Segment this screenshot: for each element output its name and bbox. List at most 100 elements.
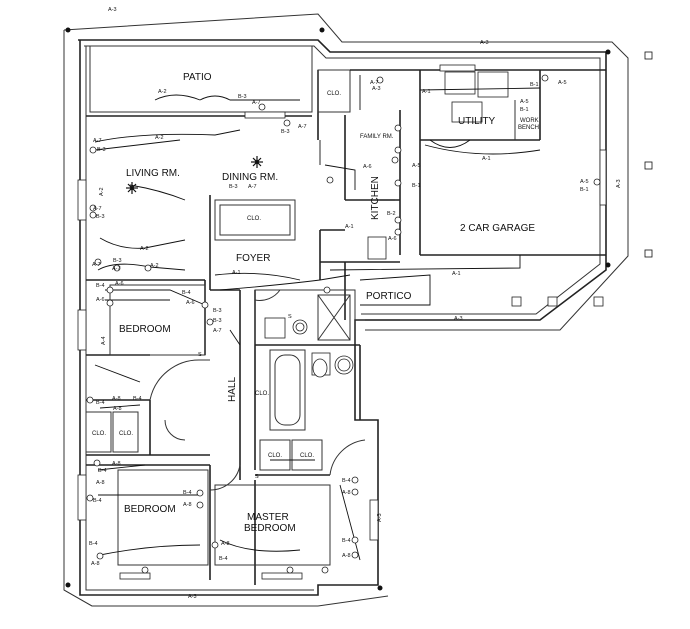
circuit-tag: A-8 [96,480,105,486]
circuit-tag: B-4 [89,541,98,547]
room-label-foyer: FOYER [236,253,270,264]
circuit-tag: A-1 [482,156,491,162]
wiring [94,75,541,561]
circuit-tag: B-3 [113,258,122,264]
circuit-tag: A-1 [232,270,241,276]
circuit-tag: B-3 [213,308,222,314]
room-label-bedroom-1: BEDROOM [119,324,171,335]
circuit-tag: B-4 [219,556,228,562]
room-label-kitchen: KITCHEN [370,176,381,220]
room-label-utility: UTILITY [458,116,496,127]
circuit-tag: A-2 [140,246,149,252]
circuit-tag: A-7 [213,328,222,334]
circuit-tag: B-4 [133,396,142,402]
circuit-tag: A-5 [558,80,567,86]
circuit-tag: S [288,314,292,320]
circuit-tag: A-5 [580,179,589,185]
room-label-garage: 2 CAR GARAGE [460,223,535,234]
circuit-tag: A-8 [221,541,230,547]
room-label-bedroom-2: BEDROOM [124,504,176,515]
circuit-tag: A-3 [188,594,197,600]
circuit-tag: A-6 [186,300,195,306]
circuit-tag: A-8 [342,490,351,496]
circuit-tag: B-2 [387,211,396,217]
circuit-tag: A-6 [115,281,124,287]
circuit-tag: B-1 [412,183,421,189]
circuit-tag: A-3 [108,7,117,13]
fan-icon [126,156,263,194]
circuit-tag: A-5 [412,163,421,169]
room-label-workbench-1: WORK [520,118,539,124]
circuit-tag: B-4 [342,538,351,544]
room-label-family: FAMILY RM. [360,134,394,140]
room-label-master-1: MASTER [247,512,289,523]
circuit-tag: B-3 [97,147,106,153]
circuit-tag: A-7 [298,124,307,130]
devices [86,74,601,574]
circuit-tag: B-4 [182,290,191,296]
room-label-workbench-2: BENCH [518,125,539,131]
circuit-tag: A-5 [520,99,529,105]
circuit-tag: B-3 [281,129,290,135]
closet-label: CLO. [255,391,269,397]
room-label-living: LIVING RM. [126,168,180,179]
circuit-tag: A-1 [452,271,461,277]
circuit-tag: A-8 [112,396,121,402]
circuit-tag: A-7 [112,266,121,272]
room-labels: PATIO LIVING RM. DINING RM. FAMILY RM. K… [119,72,539,534]
circuit-tag: B-4 [98,468,107,474]
closet-label: CLO. [300,453,314,459]
corner-marker-icons [65,27,653,591]
circuit-tag: B-3 [96,214,105,220]
circuit-tag: A-3 [480,40,489,46]
circuit-tag: A-2 [155,135,164,141]
circuit-tag: B-1 [520,107,529,113]
circuit-tag: B-4 [96,283,105,289]
circuit-tag: S [255,474,259,480]
circuit-tag: A-3 [377,513,383,522]
circuit-tag: A-8 [113,406,122,412]
circuit-tag: A-7 [92,262,101,268]
outer-walls [63,13,629,607]
circuit-tag: A-7 [93,138,102,144]
circuit-tag: B-3 [229,184,238,190]
closet-label: CLO. [247,216,261,222]
room-label-portico: PORTICO [366,291,412,302]
circuit-tag: A-8 [342,553,351,559]
circuit-tag: A-3 [454,316,463,322]
circuit-tag: A-8 [183,502,192,508]
circuit-tag: A-7 [370,80,379,86]
circuit-tag: B-3 [238,94,247,100]
circuit-tag: B-4 [183,490,192,496]
circuit-tag: B-4 [96,400,105,406]
circuit-tag: A-8 [112,461,121,467]
room-label-dining: DINING RM. [222,172,278,183]
circuit-tag: B-4 [342,478,351,484]
room-label-hall: HALL [227,377,238,402]
circuit-tag: A-2 [99,187,105,196]
circuit-tag: B-1 [580,187,589,193]
circuit-tag: S [198,352,202,358]
circuit-tag: A-1 [422,89,431,95]
circuit-tag: A-1 [345,224,354,230]
circuit-tag: A-7 [248,184,257,190]
circuit-tags: A-3 A-3 A-3 A-3 A-3 A-3 A-2 A-2 A-2 A-2 … [89,7,622,600]
circuit-tag: A-7 [93,206,102,212]
circuit-tag: A-7 [252,100,261,106]
circuit-tag: A-4 [101,336,107,345]
circuit-tag: B-3 [213,318,222,324]
circuit-tag: A-8 [91,561,100,567]
circuit-tag: A-3 [372,86,381,92]
circuit-tag: A-6 [363,164,372,170]
closet-label: CLO. [268,453,282,459]
fixtures [77,64,607,580]
circuit-tag: A-3 [616,179,622,188]
closet-label: CLO. [119,431,133,437]
closet-label: CLO. [92,431,106,437]
circuit-tag: A-6 [388,236,397,242]
circuit-tag: A-2 [150,263,159,269]
closet-labels: CLO. CLO. CLO. CLO. CLO. CLO. CLO. [92,91,341,459]
circuit-tag: B-1 [530,82,539,88]
circuit-tag: B-4 [93,498,102,504]
